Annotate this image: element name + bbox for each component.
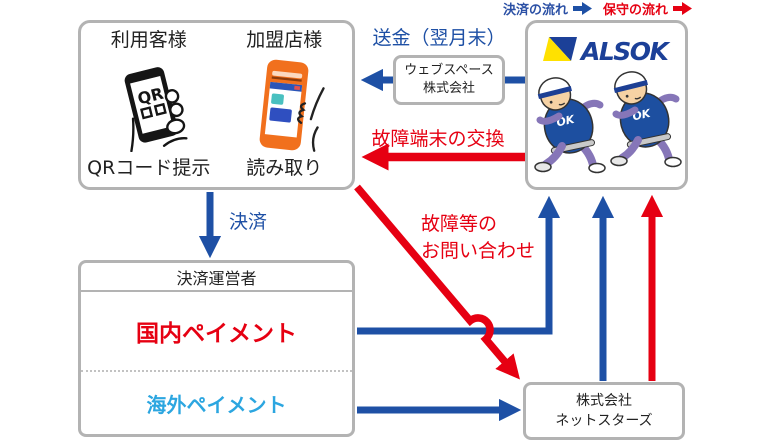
legend: 決済の流れ 保守の流れ [503,0,693,18]
customer-column: 利用客様 QR QRコード提示 [81,23,217,187]
customer-merchant-box: 利用客様 QR QRコード提示 加盟店様 [78,20,355,190]
overseas-payment-label: 海外ペイメント [81,370,352,434]
webspace-company-line1: ウェブスペース [404,62,494,78]
legend-maintenance-flow-label: 保守の流れ [603,3,669,18]
merchant-label: 加盟店様 [246,29,323,51]
qr-phone-icon: QR [124,66,188,152]
customer-action-label: QRコード提示 [87,157,211,180]
payment-terminal-icon [259,59,325,152]
merchant-action-label: 読み取り [246,157,323,180]
maintenance-flow-arrow-icon [673,2,693,15]
customer-label: 利用客様 [110,29,187,51]
inquiry-diagonal-arrow [354,184,520,380]
payment-operator-title: 決済運営者 [81,263,352,292]
terminal-replacement-label: 故障端末の交換 [371,128,505,150]
payment-flow-arrow-icon [573,2,593,15]
netstars-company-box: 株式会社 ネットスターズ [523,382,685,440]
netstars-company-line2: ネットスターズ [555,413,653,429]
webspace-company-box: ウェブスペース 株式会社 [393,55,505,105]
domestic-payment-label: 国内ペイメント [136,321,297,348]
domestic-to-alsok-arrow [357,195,561,335]
alsok-mascots-icon: OK [532,66,682,178]
inquiry-label: 故障等の お問い合わせ [421,211,535,264]
svg-text:ALSOK: ALSOK [579,37,671,66]
remittance-label: 送金（翌月末） [372,27,506,49]
inquiry-label-line2: お問い合わせ [421,239,536,262]
payment-operator-box: 決済運営者 国内ペイメント 海外ペイメント [78,260,355,437]
webspace-company-line2: 株式会社 [422,81,475,96]
alsok-box: ALSOK OK [525,20,688,190]
alsok-logo: ALSOK [542,37,672,66]
legend-payment-flow-label: 決済の流れ [503,3,569,18]
netstars-company-line1: 株式会社 [576,392,632,409]
inquiry-label-line1: 故障等の [421,213,498,235]
merchant-column: 加盟店様 読み取り [217,23,353,187]
payment-label: 決済 [229,211,268,233]
